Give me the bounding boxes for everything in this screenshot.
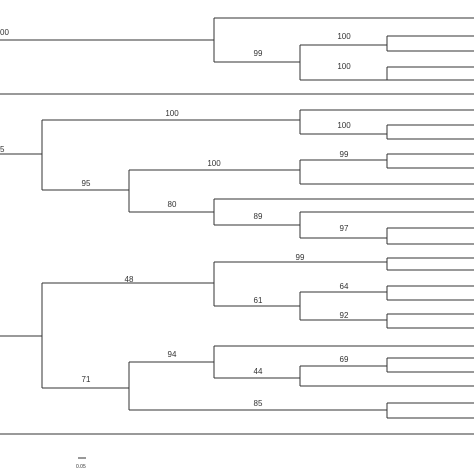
support-value-n_mid_root: 5: [0, 145, 5, 154]
scale-bar-label: 0.05: [76, 464, 86, 470]
support-labels: 00 99 100 100 5 100 100 95 100 99 80 89 97 48 99 61 64 92…: [0, 28, 351, 408]
support-value-n_top_b: 100: [337, 62, 351, 71]
support-value-n_l1d: 92: [340, 311, 349, 320]
support-value-n_l4: 85: [254, 399, 263, 408]
support-value-n_l2: 71: [82, 375, 91, 384]
support-value-n_m4b: 97: [340, 224, 349, 233]
support-value-n_l1a: 99: [296, 253, 305, 262]
support-value-n_top: 99: [254, 49, 263, 58]
support-value-n_root_top: 00: [0, 28, 9, 37]
scale-bar: 0.05: [76, 457, 86, 470]
support-value-n_l3: 94: [168, 350, 177, 359]
support-value-n_l3a: 44: [254, 367, 263, 376]
support-value-n_m4: 80: [168, 200, 177, 209]
support-value-n_m3a: 99: [340, 150, 349, 159]
support-value-n_top_a: 100: [337, 32, 351, 41]
support-value-n_m4a: 89: [254, 212, 263, 221]
support-value-n_m1a: 100: [337, 121, 351, 130]
support-value-n_m1: 100: [165, 109, 179, 118]
support-value-n_m2: 95: [82, 179, 91, 188]
support-value-n_m3: 100: [207, 159, 221, 168]
support-value-n_l1c: 64: [340, 282, 349, 291]
support-value-n_l1: 48: [125, 275, 134, 284]
support-value-n_l1b: 61: [254, 296, 263, 305]
support-value-n_l3b: 69: [340, 355, 349, 364]
tree-branches: [0, 17, 474, 435]
